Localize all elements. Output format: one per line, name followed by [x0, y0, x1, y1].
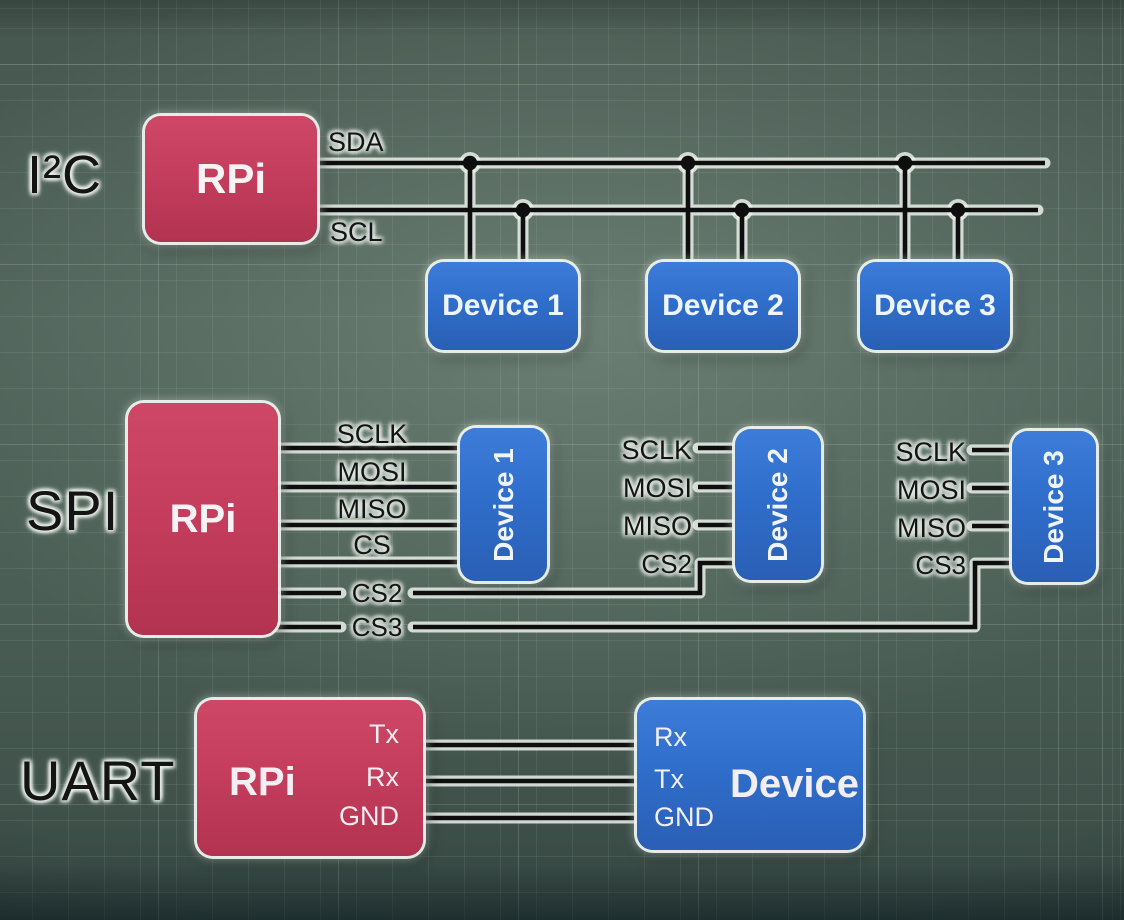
- spi-device2-label: Device 2: [762, 447, 794, 562]
- i2c-device3-box: Device 3: [860, 262, 1010, 350]
- i2c-device1-label: Device 1: [442, 289, 564, 322]
- spi-rpi-label: RPi: [169, 496, 237, 541]
- i2c-device3-label: Device 3: [874, 289, 996, 322]
- uart-rpi-label: RPi: [229, 760, 296, 804]
- spi-device2-box: Device 2: [735, 429, 821, 580]
- spi-device3-mosi-label: MOSI: [896, 475, 966, 505]
- spi-sclk-label: SCLK: [336, 419, 408, 449]
- spi-device2-mosi-label: MOSI: [622, 473, 692, 503]
- uart-rpi-box: RPi Tx Rx GND: [197, 700, 423, 856]
- spi-device2-miso-label: MISO: [622, 511, 692, 541]
- spi-cs-label: CS: [353, 530, 391, 560]
- spi-rpi-box: RPi: [128, 403, 278, 635]
- spi-device3-box: Device 3: [1012, 431, 1096, 582]
- spi-device3-miso-label: MISO: [896, 513, 966, 543]
- i2c-device2-box: Device 2: [648, 262, 798, 350]
- i2c-device1-box: Device 1: [428, 262, 578, 350]
- i2c-scl-label: SCL: [330, 217, 383, 247]
- spi-device1-label: Device 1: [487, 447, 519, 562]
- spi-device3-label: Device 3: [1038, 449, 1070, 564]
- i2c-section-label: I²C: [27, 145, 102, 205]
- spi-cs2-line-label: CS2: [351, 578, 403, 608]
- uart-device-gnd-pin: GND: [654, 802, 714, 832]
- spi-cs3-line-label: CS3: [351, 612, 403, 642]
- i2c-sda-label: SDA: [328, 127, 384, 157]
- uart-rpi-rx-pin: Rx: [366, 762, 399, 792]
- spi-mosi-label: MOSI: [337, 457, 407, 487]
- spi-miso-label: MISO: [337, 494, 407, 524]
- uart-device-box: Device Rx Tx GND: [637, 700, 863, 850]
- uart-rpi-tx-pin: Tx: [369, 719, 399, 749]
- uart-section-label: UART: [20, 749, 176, 812]
- uart-device-label: Device: [730, 762, 859, 806]
- i2c-rpi-box: RPi: [145, 116, 317, 242]
- spi-device2-cs2-label: CS2: [641, 549, 692, 579]
- spi-device1-box: Device 1: [460, 428, 547, 581]
- i2c-device2-label: Device 2: [662, 289, 784, 322]
- uart-device-tx-pin: Tx: [654, 764, 684, 794]
- uart-device-rx-pin: Rx: [654, 722, 687, 752]
- spi-section-label: SPI: [26, 479, 120, 542]
- uart-rpi-gnd-pin: GND: [339, 801, 399, 831]
- spi-device2-sclk-label: SCLK: [621, 435, 692, 465]
- i2c-rpi-label: RPi: [195, 155, 266, 202]
- spi-device3-sclk-label: SCLK: [895, 437, 966, 467]
- spi-device3-cs3-label: CS3: [915, 550, 966, 580]
